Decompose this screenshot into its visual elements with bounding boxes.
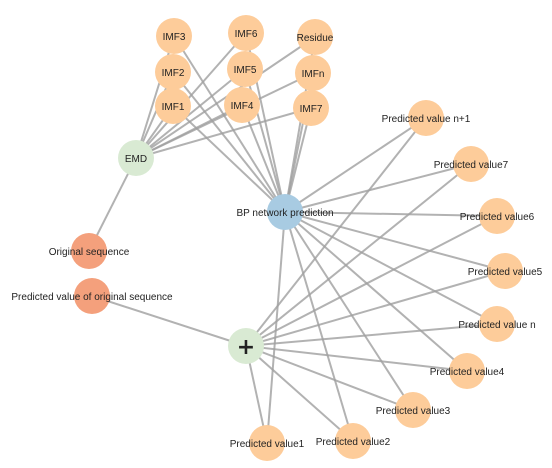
node-label-imf3: IMF3: [163, 32, 186, 43]
node-label-pv5: Predicted value5: [468, 267, 543, 278]
edge-bp-pv7: [284, 163, 472, 213]
node-imf1: IMF1: [155, 88, 191, 124]
node-circle-imfn: [295, 55, 331, 91]
node-label-imfn: IMFn: [302, 69, 325, 80]
edge-bp-imf2: [172, 71, 286, 213]
edge-plus-pv2: [245, 345, 354, 442]
node-plus: +: [228, 328, 264, 364]
node-imfn: IMFn: [295, 55, 331, 91]
node-pv_n: Predicted value n: [458, 306, 536, 342]
edge-plus-pv4: [245, 345, 468, 372]
node-imf6: IMF6: [228, 15, 264, 51]
edge-bp-imf3: [173, 35, 286, 213]
edge-bp-pv1: [266, 211, 286, 444]
node-imf2: IMF2: [155, 54, 191, 90]
node-pv2: Predicted value2: [316, 423, 391, 459]
edge-plus-pred_orig: [91, 295, 247, 347]
node-pv3: Predicted value3: [376, 392, 451, 428]
node-circle-pv7: [453, 146, 489, 182]
node-circle-bp: [267, 194, 303, 230]
node-imf5: IMF5: [227, 51, 263, 87]
node-pv7: Predicted value7: [434, 146, 509, 182]
node-label-pv_n: Predicted value n: [458, 320, 535, 331]
node-circle-pv5: [487, 253, 523, 289]
node-circle-pv1: [249, 425, 285, 461]
edge-emd-imf5: [135, 68, 246, 159]
edge-bp-pv4: [284, 211, 468, 372]
edge-plus-pv5: [245, 270, 506, 347]
node-circle-pv6: [479, 198, 515, 234]
node-label-pv2: Predicted value2: [316, 437, 391, 448]
node-label-pv4: Predicted value4: [430, 367, 505, 378]
node-circle-imf2: [155, 54, 191, 90]
node-residue: Residue: [297, 19, 334, 55]
edge-plus-pv_n1: [245, 117, 427, 347]
node-pred_orig: Predicted value of original sequence: [11, 278, 173, 314]
edge-bp-pv5: [284, 211, 506, 272]
node-label-plus: +: [237, 335, 255, 360]
edge-bp-pv6: [284, 211, 498, 217]
node-pv4: Predicted value4: [430, 353, 505, 389]
node-circle-pv2: [335, 423, 371, 459]
edge-plus-pv6: [245, 215, 498, 347]
node-circle-imf1: [155, 88, 191, 124]
node-circle-imf4: [224, 87, 260, 123]
node-label-imf5: IMF5: [234, 65, 257, 76]
node-circle-pv3: [395, 392, 431, 428]
node-label-pv3: Predicted value3: [376, 406, 451, 417]
node-circle-imf3: [156, 18, 192, 54]
node-circle-pred_orig: [74, 278, 110, 314]
node-label-bp: BP network prediction: [236, 208, 333, 219]
node-circle-emd: [118, 140, 154, 176]
node-circle-orig: [71, 233, 107, 269]
edge-emd-imf7: [135, 107, 312, 159]
edge-bp-pv_n: [284, 211, 498, 325]
node-emd: EMD: [118, 140, 154, 176]
node-label-pv7: Predicted value7: [434, 160, 509, 171]
edge-bp-imf1: [172, 105, 286, 213]
node-imf7: IMF7: [293, 90, 329, 126]
node-label-imf1: IMF1: [162, 102, 185, 113]
edges-layer: [88, 32, 506, 444]
node-pv5: Predicted value5: [468, 253, 543, 289]
node-orig: Original sequence: [49, 233, 130, 269]
node-circle-plus: [228, 328, 264, 364]
node-label-pv_n1: Predicted value n+1: [382, 114, 471, 125]
node-pv_n1: Predicted value n+1: [382, 100, 471, 136]
node-circle-imf6: [228, 15, 264, 51]
edge-emd-residue: [135, 36, 316, 159]
node-label-orig: Original sequence: [49, 247, 130, 258]
edge-bp-imf4: [241, 104, 286, 213]
node-label-pred_orig: Predicted value of original sequence: [11, 292, 173, 303]
edge-bp-pv3: [284, 211, 414, 411]
node-label-imf2: IMF2: [162, 68, 185, 79]
node-circle-pv_n: [479, 306, 515, 342]
node-label-pv6: Predicted value6: [460, 212, 535, 223]
node-circle-imf7: [293, 90, 329, 126]
node-label-emd: EMD: [125, 154, 147, 165]
edge-plus-pv3: [245, 345, 414, 411]
node-circle-pv_n1: [408, 100, 444, 136]
edge-plus-pv7: [245, 163, 472, 347]
node-label-residue: Residue: [297, 33, 334, 44]
node-label-pv1: Predicted value1: [230, 439, 305, 450]
node-label-imf6: IMF6: [235, 29, 258, 40]
node-label-imf4: IMF4: [231, 101, 254, 112]
node-circle-imf5: [227, 51, 263, 87]
node-imf3: IMF3: [156, 18, 192, 54]
node-circle-pv4: [449, 353, 485, 389]
node-pv1: Predicted value1: [230, 425, 305, 461]
node-label-imf7: IMF7: [300, 104, 323, 115]
node-imf4: IMF4: [224, 87, 260, 123]
edge-bp-pv_n1: [284, 117, 427, 213]
node-pv6: Predicted value6: [460, 198, 535, 234]
node-circle-residue: [297, 19, 333, 55]
edge-bp-pv2: [284, 211, 354, 442]
edge-plus-pv_n: [245, 323, 498, 347]
node-bp: BP network prediction: [236, 194, 334, 230]
